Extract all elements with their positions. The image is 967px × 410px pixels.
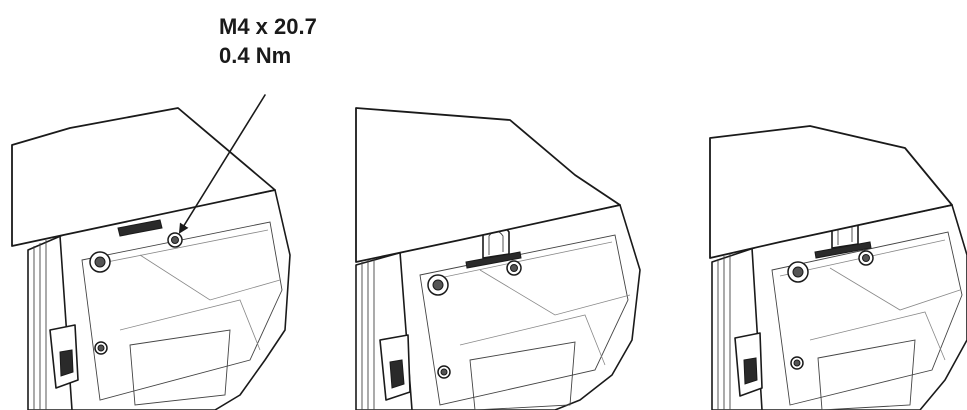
corner-screw (89, 251, 111, 273)
corner-screw (427, 274, 449, 296)
cover-panel (11, 107, 276, 247)
side-screw (790, 356, 804, 370)
front-screw (506, 260, 522, 276)
step-3-view (709, 125, 967, 410)
screw-size-label: M4 x 20.7 (219, 14, 317, 39)
front-screw (858, 250, 874, 266)
torque-label: 0.4 Nm (219, 43, 292, 68)
step-1-view (11, 94, 291, 410)
top-slot (117, 219, 163, 237)
side-screw (94, 341, 108, 355)
side-screw (437, 365, 451, 379)
cover-panel (709, 125, 953, 259)
step-2-view (355, 107, 641, 410)
callout-arrow (178, 94, 266, 234)
corner-screw (787, 261, 809, 283)
screw-spec-callout: M4 x 20.7 0.4 Nm (219, 12, 317, 70)
cover-panel (355, 107, 621, 263)
target-screw (167, 232, 183, 248)
